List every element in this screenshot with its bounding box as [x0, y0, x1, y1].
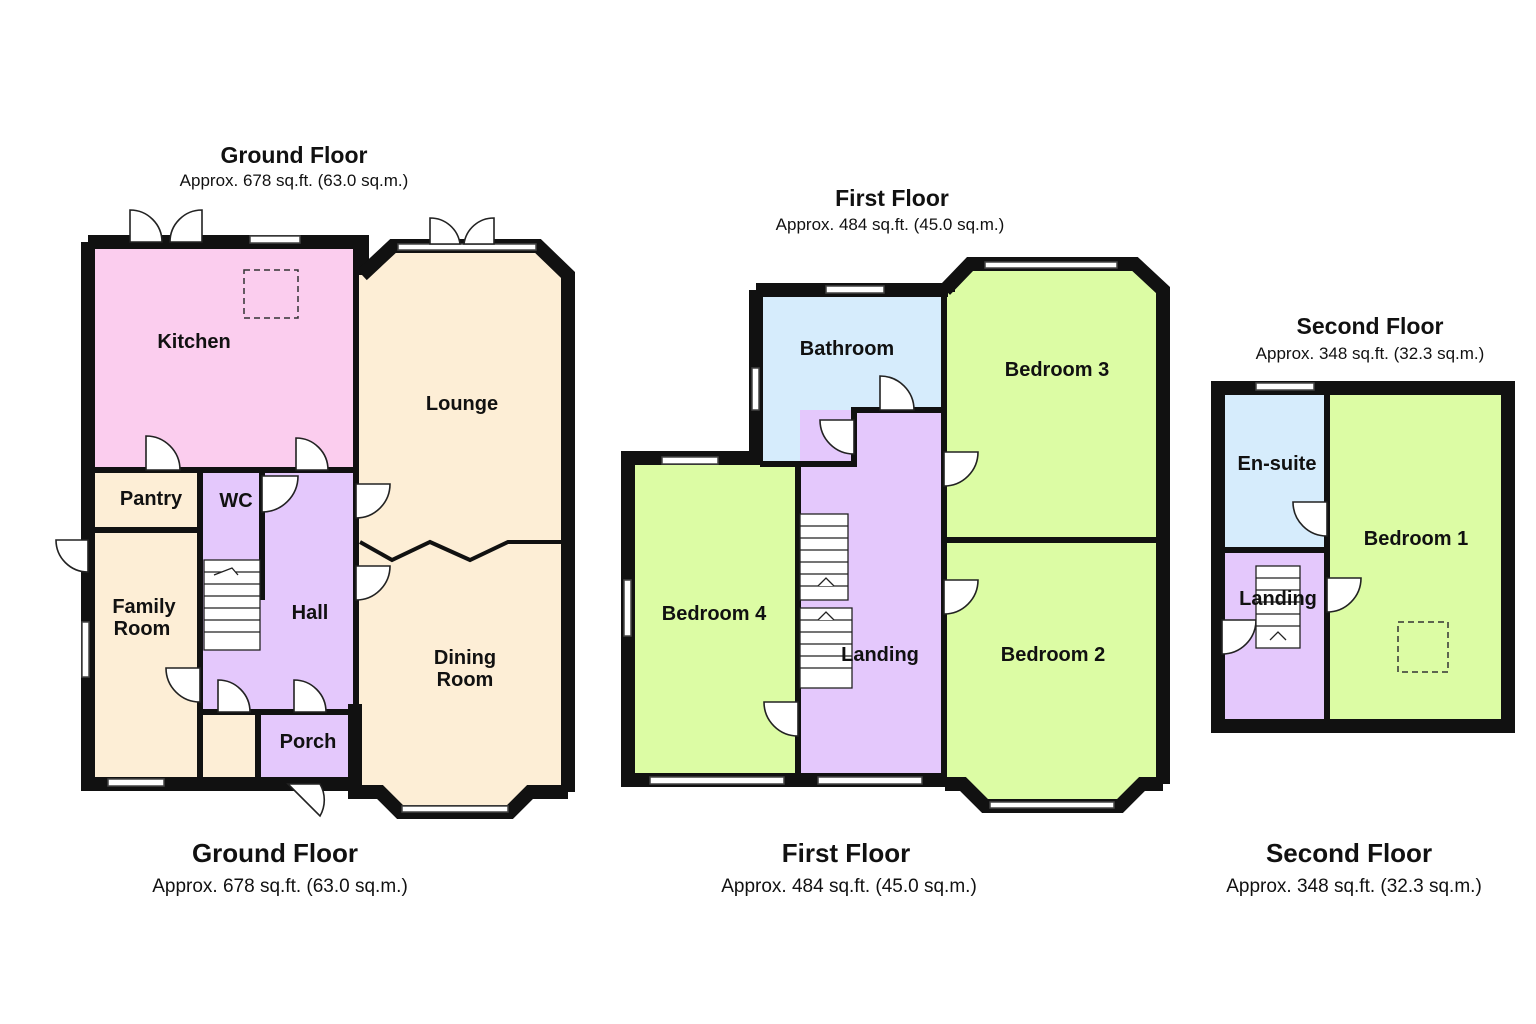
first-floor-area: Approx. 484 sq.ft. (45.0 sq.m.)	[776, 215, 1005, 234]
bathroom-door	[819, 419, 855, 455]
bedroom4-window-left	[623, 579, 632, 637]
ground-stairs	[203, 559, 261, 651]
kitchen-hall-door	[295, 437, 329, 471]
porch-label: Porch	[280, 731, 337, 753]
kitchen-window	[249, 235, 301, 244]
second-landing-label: Landing	[1239, 588, 1317, 610]
bedroom2-door	[943, 579, 979, 615]
family-window-left	[81, 621, 90, 678]
lounge-room	[358, 243, 568, 540]
first-stairs	[799, 513, 853, 689]
ground-floor-title: Ground Floor	[221, 142, 368, 168]
kitchen-label: Kitchen	[157, 331, 230, 353]
bedroom2-bay-window	[989, 801, 1115, 809]
lounge-french-door-left	[429, 217, 461, 245]
second-floor-plan: En-suite Bedroom 1 Landing Second Floor …	[1211, 313, 1515, 897]
family-label-line2: Room	[114, 618, 171, 640]
bedroom4-window-top	[661, 456, 719, 465]
lounge-french-door-right	[463, 217, 495, 245]
dining-room	[358, 540, 568, 812]
bedroom1-skylight	[1397, 621, 1449, 673]
bathroom-window-left	[751, 367, 760, 411]
bedroom3-door	[943, 451, 979, 487]
wc-label: WC	[219, 490, 252, 512]
first-floor-footer-area: Approx. 484 sq.ft. (45.0 sq.m.)	[721, 876, 977, 897]
bedroom3-bay-window	[984, 261, 1118, 269]
pantry-room	[90, 472, 200, 530]
bedroom4-room	[630, 465, 798, 775]
second-outer-wall	[1211, 381, 1515, 733]
kitchen-skylight	[243, 269, 299, 319]
porch-front-door	[286, 783, 326, 818]
bathroom-label: Bathroom	[800, 338, 894, 360]
lounge-dining-folding-doors	[359, 539, 568, 563]
ensuite-window	[1255, 382, 1315, 391]
family-label-line1: Family	[112, 596, 176, 618]
dining-door	[355, 565, 391, 601]
first-bay-top-wall	[939, 257, 1170, 784]
ground-bay-bottom-wall	[348, 784, 568, 819]
family-outer-door	[55, 539, 89, 573]
kitchen-room	[90, 242, 355, 472]
family-window-bottom	[107, 778, 165, 787]
cupboard-door	[217, 679, 251, 713]
ensuite-door	[1292, 501, 1328, 537]
bedroom4-window-bottom	[649, 776, 785, 785]
dining-label-line2: Room	[437, 669, 494, 691]
second-stairs	[1255, 565, 1301, 649]
ground-floor-plan: Kitchen Lounge Pantry WC Family Room Hal…	[55, 142, 575, 897]
bedroom2-room	[945, 540, 1160, 804]
ground-floor-footer-area: Approx. 678 sq.ft. (63.0 sq.m.)	[152, 876, 408, 897]
bedroom1-room	[1328, 392, 1504, 724]
pantry-label: Pantry	[120, 488, 183, 510]
ground-bay-top-wall	[357, 239, 575, 792]
landing-window-bottom	[817, 776, 923, 785]
pantry-door	[145, 435, 181, 471]
lounge-label: Lounge	[426, 393, 498, 415]
porch-inner-door	[293, 679, 327, 713]
first-floor-title: First Floor	[835, 185, 949, 211]
bedroom1-door	[1326, 577, 1362, 613]
bedroom2-label: Bedroom 2	[1001, 644, 1105, 666]
bedroom4-door	[763, 701, 799, 737]
ensuite-label: En-suite	[1238, 453, 1317, 475]
hall-label: Hall	[292, 602, 329, 624]
bathroom-window-top	[825, 285, 885, 294]
cupboard-room	[200, 712, 258, 780]
landing-label: Landing	[841, 644, 919, 666]
kitchen-french-door-right	[169, 209, 203, 243]
family-hall-door	[165, 667, 201, 703]
lounge-bay-window	[397, 243, 537, 251]
bedroom3-label: Bedroom 3	[1005, 359, 1109, 381]
bedroom3-room	[945, 266, 1160, 540]
porch-room	[258, 712, 355, 780]
first-floor-plan: Bathroom Bedroom 3 Bedroom 4 Landing Bed…	[621, 185, 1170, 897]
second-floor-footer-title: Second Floor	[1266, 838, 1432, 868]
dining-bay-window	[401, 805, 509, 813]
second-floor-title: Second Floor	[1297, 313, 1444, 339]
second-floor-area: Approx. 348 sq.ft. (32.3 sq.m.)	[1256, 344, 1485, 363]
wc-door	[261, 475, 299, 513]
family-room	[90, 530, 200, 780]
bedroom4-label: Bedroom 4	[662, 603, 767, 625]
lounge-door	[355, 483, 391, 519]
bedroom1-label: Bedroom 1	[1364, 528, 1468, 550]
dining-label-line1: Dining	[434, 647, 496, 669]
bathroom-door-top	[879, 375, 915, 411]
ground-floor-area: Approx. 678 sq.ft. (63.0 sq.m.)	[180, 171, 409, 190]
kitchen-french-door-left	[129, 209, 163, 243]
first-floor-footer-title: First Floor	[782, 838, 911, 868]
ground-floor-footer-title: Ground Floor	[192, 838, 358, 868]
second-floor-footer-area: Approx. 348 sq.ft. (32.3 sq.m.)	[1226, 876, 1482, 897]
